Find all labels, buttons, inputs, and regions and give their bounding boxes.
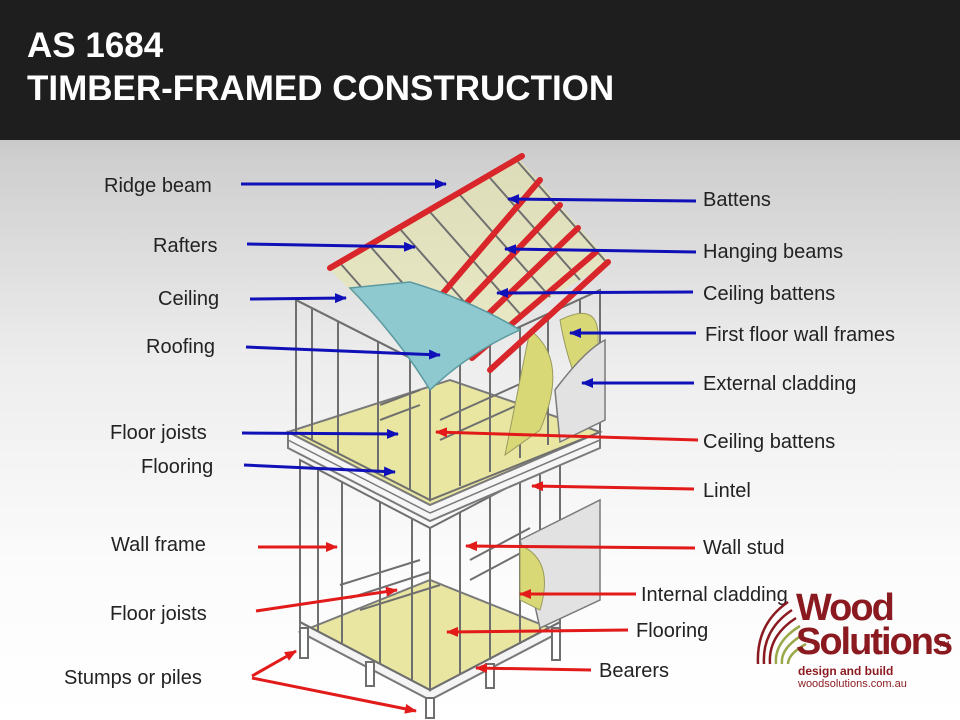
title-line-standard: AS 1684: [27, 26, 164, 65]
arrow-rafters: [246, 241, 416, 252]
logo-website: woodsolutions.com.au: [798, 678, 907, 690]
woodsolutions-logo: Wood Solutions TM design and build woods…: [748, 587, 953, 698]
arrow-flooring-upper: [243, 463, 396, 477]
logo-trademark: TM: [938, 640, 950, 649]
label-internal-cladding: Internal cladding: [641, 584, 788, 606]
logo-word-solutions: Solutions: [796, 621, 953, 663]
label-first-floor-wall-frames: First floor wall frames: [705, 324, 896, 346]
arrow-battens: [507, 194, 697, 205]
arrows-left-red: [251, 542, 417, 714]
label-ceiling-battens-top: Ceiling battens: [703, 283, 836, 305]
arrows-right-red: [435, 427, 699, 674]
logo-swirl-icon: [756, 600, 807, 665]
logo-tagline: design and build: [798, 664, 894, 678]
ground-floor-cladding: [519, 498, 601, 630]
title-line-topic: TIMBER-FRAMED CONSTRUCTION: [27, 69, 615, 108]
label-wall-stud: Wall stud: [703, 537, 785, 559]
label-hanging-beams: Hanging beams: [703, 241, 844, 263]
arrows-right-blue: [496, 194, 697, 388]
roofing-sheet: [348, 281, 522, 392]
arrow-bearers: [475, 663, 592, 674]
arrow-stumps-2: [251, 676, 417, 714]
arrow-wall-stud: [465, 541, 696, 552]
arrow-floor-joists-lower: [255, 586, 398, 613]
label-battens: Battens: [703, 189, 771, 211]
label-external-cladding: External cladding: [703, 373, 857, 395]
label-roofing: Roofing: [146, 336, 215, 358]
label-stumps-or-piles: Stumps or piles: [64, 667, 202, 689]
label-flooring-upper: Flooring: [141, 456, 214, 478]
page-title: AS 1684 TIMBER-FRAMED CONSTRUCTION: [27, 24, 614, 110]
label-wall-frame: Wall frame: [111, 534, 206, 556]
label-ceiling-battens-mid: Ceiling battens: [703, 431, 836, 453]
external-cladding-panel: [554, 338, 606, 444]
stumps: [299, 627, 561, 719]
arrow-roofing: [245, 345, 441, 360]
label-floor-joists-lower: Floor joists: [110, 603, 207, 625]
label-bearers: Bearers: [599, 660, 670, 682]
arrow-stumps-1: [251, 649, 297, 678]
arrow-ceiling: [249, 293, 347, 304]
arrows-left-blue: [241, 179, 447, 477]
arrow-flooring-lower: [446, 626, 629, 637]
arrow-ceiling-battens-mid: [435, 427, 699, 442]
label-ceiling: Ceiling: [158, 288, 220, 310]
label-lintel: Lintel: [703, 480, 751, 502]
arrow-floor-joists-upper: [241, 428, 399, 439]
logo-word-wood: Wood: [796, 587, 895, 629]
arrow-hanging-beams: [504, 244, 697, 255]
arrow-lintel: [531, 481, 695, 492]
label-rafters: Rafters: [153, 235, 218, 257]
title-bar: AS 1684 TIMBER-FRAMED CONSTRUCTION: [0, 0, 960, 140]
label-flooring-lower: Flooring: [636, 620, 709, 642]
label-floor-joists-upper: Floor joists: [110, 422, 207, 444]
label-ridge-beam: Ridge beam: [104, 175, 212, 197]
arrow-ceiling-battens-top: [496, 287, 694, 298]
